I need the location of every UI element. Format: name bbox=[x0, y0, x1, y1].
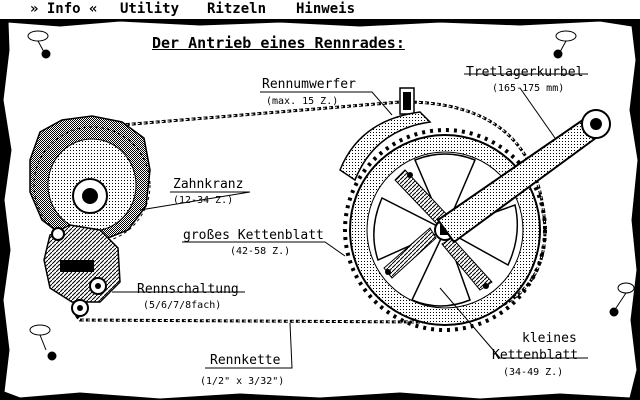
menu-bar: » Info « Utility Ritzeln Hinweis bbox=[0, 0, 640, 20]
rear-derailleur bbox=[43, 224, 121, 317]
spec-kleines-kettenblatt: (34-49 Z.) bbox=[503, 367, 564, 378]
spec-rennkette: (1/2" x 3/32") bbox=[200, 376, 285, 387]
spec-rennumwerfer: (max. 15 Z.) bbox=[266, 96, 339, 107]
menu-hinweis[interactable]: Hinweis bbox=[296, 1, 356, 17]
spec-tretlagerkurbel: (165-175 mm) bbox=[492, 83, 565, 94]
diagram-title: Der Antrieb eines Rennrades: bbox=[152, 34, 405, 52]
menu-utility[interactable]: Utility bbox=[120, 1, 180, 17]
menu-info[interactable]: » Info « bbox=[30, 1, 98, 17]
cassette bbox=[29, 115, 151, 244]
corner-ornament-icon bbox=[609, 282, 635, 317]
label-rennumwerfer: Rennumwerfer bbox=[262, 77, 356, 92]
corner-ornament-icon bbox=[29, 324, 57, 361]
leader-lines bbox=[112, 73, 588, 369]
label-rennschaltung: Rennschaltung bbox=[137, 282, 239, 297]
crank-arm bbox=[436, 109, 611, 244]
spec-zahnkranz: (12-34 Z.) bbox=[173, 195, 234, 206]
drivetrain-diagram bbox=[2, 20, 639, 400]
label-grosses-kettenblatt: großes Kettenblatt bbox=[183, 228, 324, 243]
corner-ornament-icon bbox=[553, 30, 577, 59]
front-derailleur bbox=[339, 87, 432, 182]
label-kleines-kettenblatt-line2: Kettenblatt bbox=[492, 348, 579, 363]
diagram-canvas: Der Antrieb eines Rennrades: Rennumwerfe… bbox=[0, 20, 640, 400]
spec-rennschaltung: (5/6/7/8fach) bbox=[143, 300, 222, 311]
spec-grosses-kettenblatt: (42-58 Z.) bbox=[230, 246, 291, 257]
label-kleines-kettenblatt-line1: kleines bbox=[522, 331, 577, 346]
corner-ornament-icon bbox=[27, 30, 51, 59]
menu-ritzeln[interactable]: Ritzeln bbox=[207, 1, 267, 17]
label-tretlagerkurbel: Tretlagerkurbel bbox=[466, 65, 584, 80]
label-rennkette: Rennkette bbox=[210, 353, 281, 368]
label-zahnkranz: Zahnkranz bbox=[173, 177, 244, 192]
chain bbox=[59, 100, 547, 324]
